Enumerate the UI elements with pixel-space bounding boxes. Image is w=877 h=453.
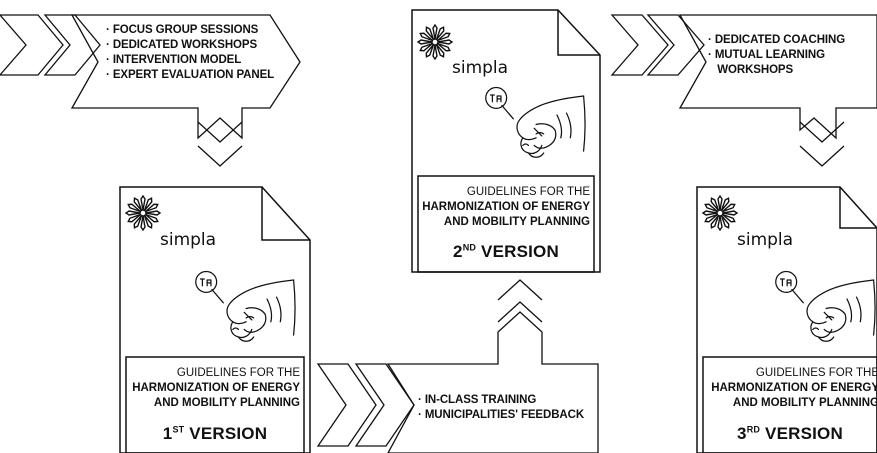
hand-holding-pin-icon	[196, 271, 295, 341]
version-word: VERSION	[476, 242, 559, 261]
title-line-2: HARMONIZATION OF ENERGY	[418, 200, 590, 215]
panel-top-right-list: · DEDICATED COACHING · MUTUAL LEARNING W…	[708, 33, 845, 78]
document-v3-text-clip: GUIDELINES FOR THE HARMONIZATION OF ENER…	[703, 357, 877, 453]
sunburst-logo-icon	[418, 25, 452, 59]
version-suffix: RD	[747, 424, 760, 434]
document-v2-title: GUIDELINES FOR THE HARMONIZATION OF ENER…	[418, 185, 590, 230]
title-line-2: HARMONIZATION OF ENERGY	[126, 381, 300, 396]
brand-logo-v1: simpla	[160, 230, 216, 250]
version-number: 1	[163, 424, 173, 443]
list-item: · MUNICIPALITIES' FEEDBACK	[418, 408, 584, 423]
version-label-v2: 2ND VERSION	[418, 242, 594, 262]
panel-top-left-list: · FOCUS GROUP SESSIONS · DEDICATED WORKS…	[106, 23, 274, 83]
sunburst-logo-icon	[126, 196, 160, 230]
version-word: VERSION	[760, 424, 843, 443]
brand-logo-v3: simpla	[737, 230, 793, 250]
chevron-arrows-bottom	[318, 364, 414, 446]
list-item: WORKSHOPS	[708, 63, 845, 78]
hand-holding-pin-icon	[486, 87, 585, 157]
title-line-1: GUIDELINES FOR THE	[418, 185, 590, 200]
list-item: · EXPERT EVALUATION PANEL	[106, 68, 274, 83]
list-item: · IN-CLASS TRAINING	[418, 393, 584, 408]
chevron-arrows-top-left	[0, 15, 100, 75]
title-line-3: AND MOBILITY PLANNING	[703, 396, 877, 411]
sunburst-logo-icon	[703, 196, 737, 230]
title-line-3: AND MOBILITY PLANNING	[418, 215, 590, 230]
version-word: VERSION	[184, 424, 267, 443]
version-suffix: ST	[172, 424, 184, 434]
list-item: · DEDICATED WORKSHOPS	[106, 38, 274, 53]
version-number: 2	[453, 242, 463, 261]
title-line-2: HARMONIZATION OF ENERGY	[703, 381, 877, 396]
version-label-v1: 1ST VERSION	[126, 424, 304, 444]
list-item: · INTERVENTION MODEL	[106, 53, 274, 68]
version-number: 3	[737, 424, 747, 443]
title-line-1: GUIDELINES FOR THE	[126, 366, 300, 381]
version-suffix: ND	[463, 242, 476, 252]
list-item: · MUTUAL LEARNING	[708, 48, 845, 63]
title-line-1: GUIDELINES FOR THE	[703, 366, 877, 381]
list-item: · FOCUS GROUP SESSIONS	[106, 23, 274, 38]
title-line-3: AND MOBILITY PLANNING	[126, 396, 300, 411]
panel-bottom-list: · IN-CLASS TRAINING · MUNICIPALITIES' FE…	[418, 393, 584, 423]
list-item: · DEDICATED COACHING	[708, 33, 845, 48]
brand-logo-v2: simpla	[452, 58, 508, 78]
version-label-v3: 3RD VERSION	[703, 424, 877, 444]
document-v3-title: GUIDELINES FOR THE HARMONIZATION OF ENER…	[703, 366, 877, 411]
document-v1-title: GUIDELINES FOR THE HARMONIZATION OF ENER…	[126, 366, 300, 411]
hand-holding-pin-icon	[776, 271, 875, 341]
callout-bottom-shape	[388, 280, 598, 453]
chevron-arrows-top-right	[612, 15, 704, 75]
